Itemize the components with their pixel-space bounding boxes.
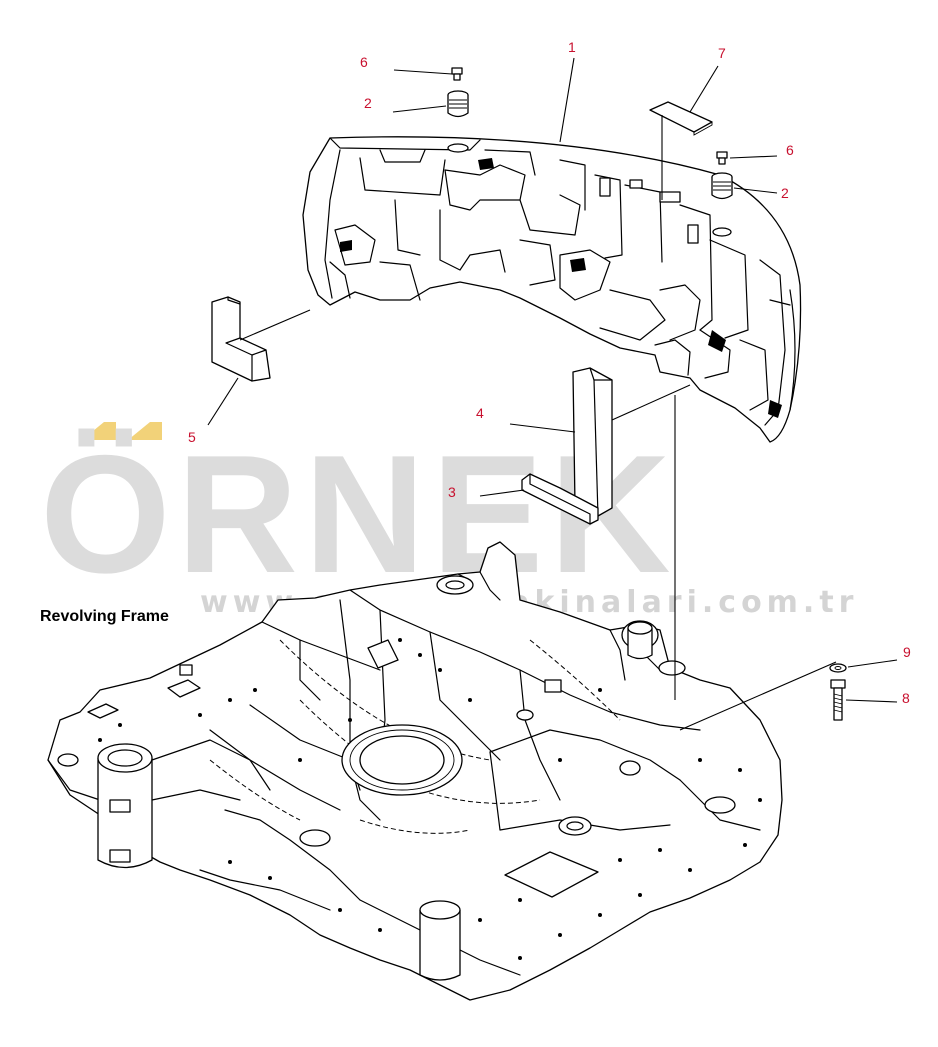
- boom-foot: [97, 758, 153, 869]
- swing-bearing-inner: [359, 735, 445, 785]
- vertical-shim: [572, 367, 613, 517]
- assembly-lines: [239, 115, 837, 731]
- bolt: [830, 679, 846, 721]
- callout-6-right: 6: [786, 142, 794, 158]
- callouts: 1 6 2 7 6 2 5 4 3 9 8: [188, 39, 911, 706]
- counterweight: [302, 136, 802, 443]
- screw-right: [716, 151, 728, 165]
- cover-plate: [649, 101, 713, 136]
- callout-4: 4: [476, 405, 484, 421]
- watermark-accent-right: [128, 422, 162, 440]
- callout-6-left: 6: [360, 54, 368, 70]
- callout-7: 7: [718, 45, 726, 61]
- watermark-brand: ÖRNEK: [40, 420, 677, 608]
- callout-1: 1: [568, 39, 576, 55]
- callout-9: 9: [903, 644, 911, 660]
- callout-3: 3: [448, 484, 456, 500]
- revolving-frame: [47, 541, 783, 1001]
- callout-8: 8: [902, 690, 910, 706]
- callout-2-right: 2: [781, 185, 789, 201]
- washer: [829, 663, 847, 673]
- revolving-frame-label: Revolving Frame: [40, 608, 169, 625]
- small-shim: [521, 473, 599, 525]
- watermark-accent-left: [82, 422, 116, 440]
- counterweight-slot: [659, 191, 681, 203]
- bumper-left: [447, 90, 469, 118]
- callout-2-left: 2: [364, 95, 372, 111]
- screw-left: [451, 67, 463, 81]
- callout-5: 5: [188, 429, 196, 445]
- bumper-right: [711, 172, 733, 200]
- watermark: ÖRNEK www.orpekismakinalari.com.tr: [40, 420, 853, 620]
